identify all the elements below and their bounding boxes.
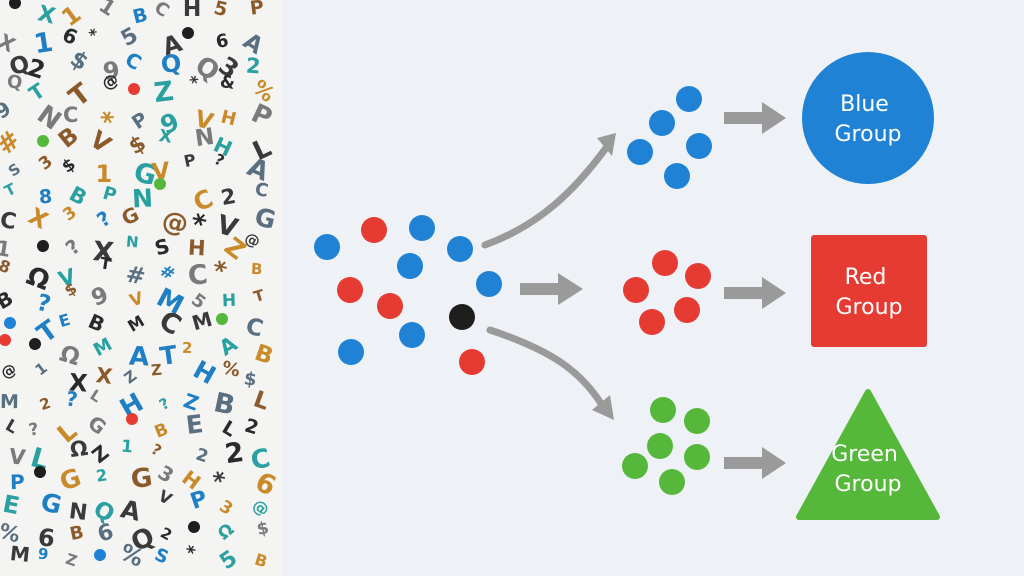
noise-glyph: 1 (95, 159, 113, 188)
mixed-dot (338, 339, 364, 365)
mixed-dot (476, 271, 502, 297)
green-group-label: Green Group (831, 442, 905, 497)
mixed-dot (409, 215, 435, 241)
green-cluster-dot (622, 453, 648, 479)
blue-group-label: Blue Group (835, 92, 902, 147)
arrow-to-blue-group (724, 102, 786, 134)
red-group-square (811, 235, 927, 347)
green-cluster-dot (684, 408, 710, 434)
blue-dot-cluster (627, 86, 712, 189)
blue-cluster-dot (664, 163, 690, 189)
mixed-dot (447, 236, 473, 262)
arrow-to-green-group (724, 447, 786, 479)
red-cluster-dot (674, 297, 700, 323)
red-cluster-dot (639, 309, 665, 335)
arrow-to-green-cluster (486, 326, 606, 409)
mixed-dot (314, 234, 340, 260)
arrow-to-blue-cluster (481, 144, 610, 249)
red-cluster-dot (685, 263, 711, 289)
mixed-dot (361, 217, 387, 243)
green-cluster-dot (684, 444, 710, 470)
blue-cluster-dot (627, 139, 653, 165)
blue-cluster-dot (676, 86, 702, 112)
noise-glyph: H (182, 0, 202, 23)
blue-cluster-dot (686, 133, 712, 159)
green-dot-cluster (622, 397, 710, 495)
arrow-to-blue-cluster-head (597, 133, 616, 156)
red-group-label: Red Group (836, 265, 903, 320)
green-cluster-dot (650, 397, 676, 423)
arrow-to-red-group (724, 277, 786, 309)
blue-cluster-dot (649, 110, 675, 136)
mixed-dot (377, 293, 403, 319)
red-cluster-dot (652, 250, 678, 276)
green-group-triangle (796, 389, 940, 520)
mixed-dot (459, 349, 485, 375)
mixed-dot (397, 253, 423, 279)
red-cluster-dot (623, 277, 649, 303)
green-cluster-dot (659, 469, 685, 495)
red-dot-cluster (623, 250, 711, 335)
blue-group-circle (802, 52, 934, 184)
arrow-to-green-cluster-head (592, 395, 614, 420)
mixed-dot (449, 304, 475, 330)
arrow-to-red-cluster (520, 273, 583, 305)
mixed-dot (337, 277, 363, 303)
mixed-dot (399, 322, 425, 348)
green-cluster-dot (647, 433, 673, 459)
mixed-dots-cluster (314, 215, 502, 375)
